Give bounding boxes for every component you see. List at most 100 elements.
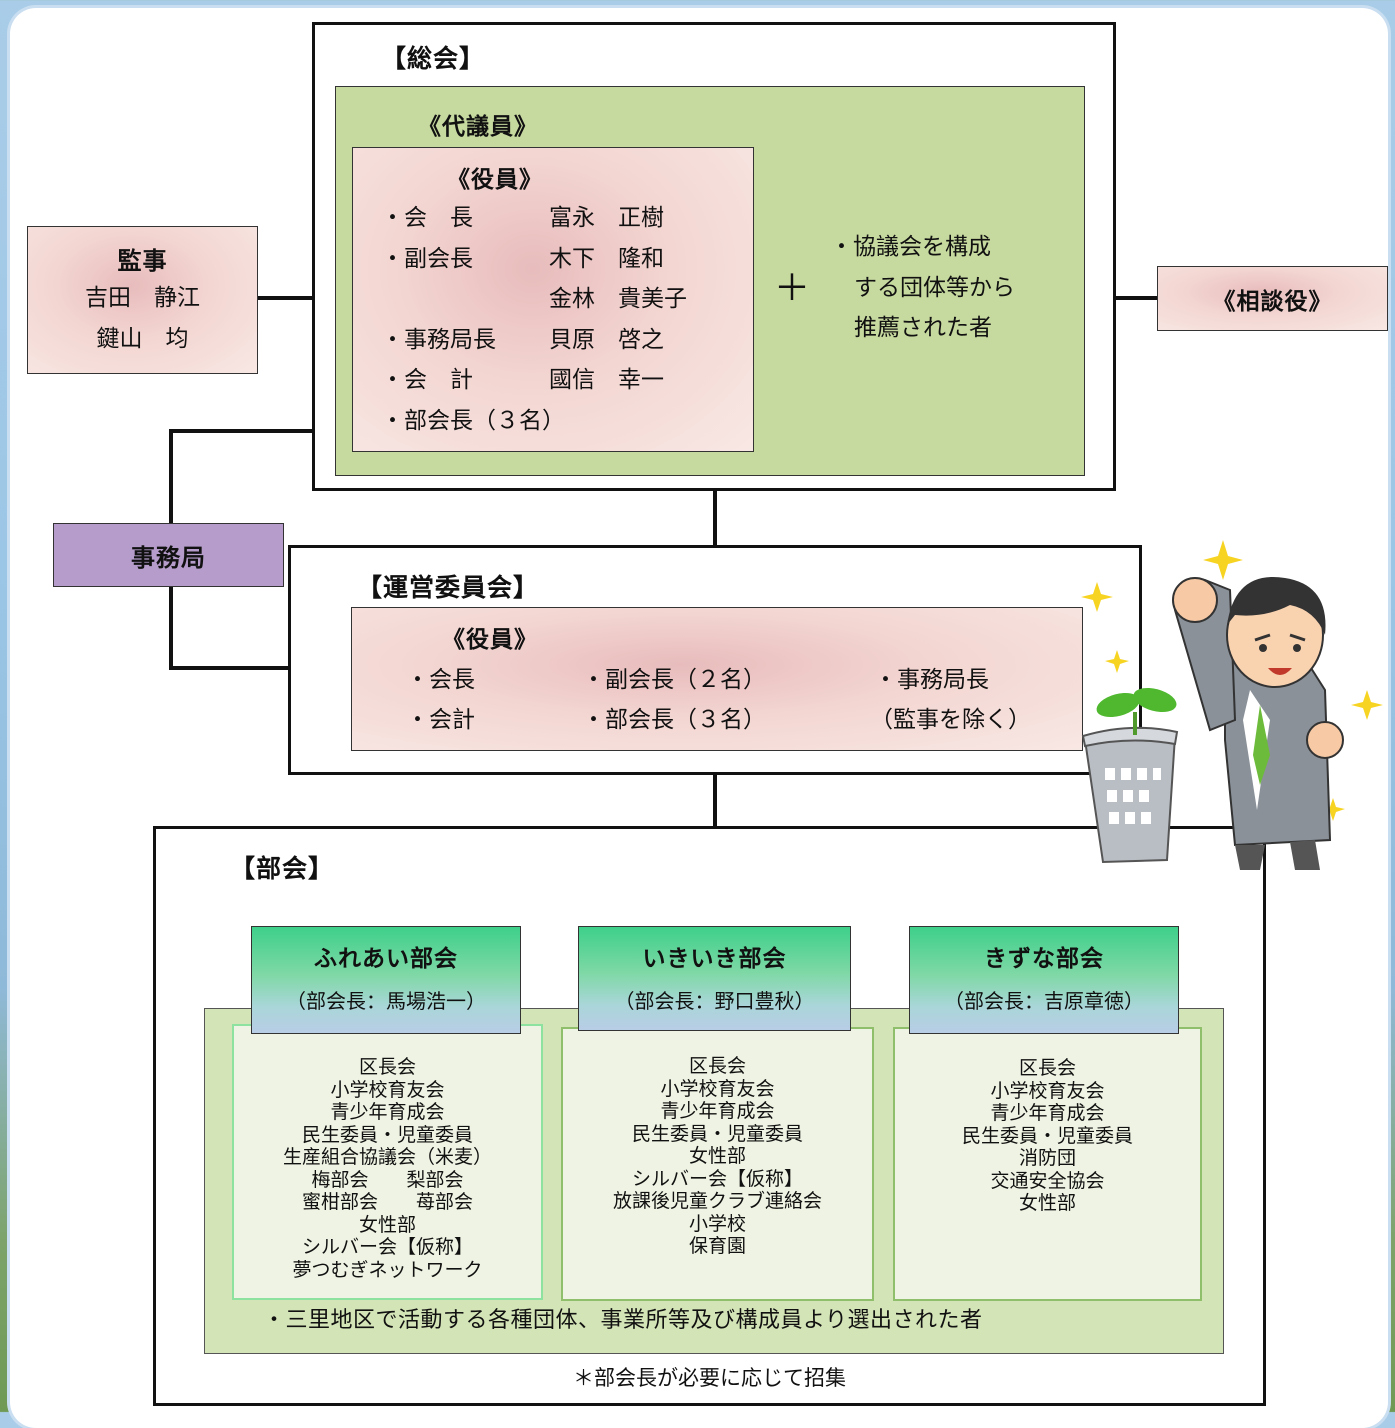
member-item: 女性部 xyxy=(358,1213,416,1236)
sparkle-icon xyxy=(1321,798,1345,821)
member-item: シルバー会【仮称】 xyxy=(301,1236,473,1258)
member-item: 民生委員・児童委員 xyxy=(631,1122,803,1145)
member-item: 夢つむぎネットワーク xyxy=(292,1258,483,1281)
member-item: 民生委員・児童委員 xyxy=(961,1124,1133,1147)
officer-role: ・部会長（３名） xyxy=(381,407,565,434)
officer-row: 金林 貴美子 xyxy=(381,279,741,320)
unei-box: 【運営委員会】 《役員》 ・会長 ・副会長（２名） ・事務局長 ・会計 ・部会長… xyxy=(288,545,1142,775)
member-item: 青少年育成会 xyxy=(330,1101,445,1123)
plus-sign: ＋ xyxy=(774,268,811,309)
bukai-box: 【部会】 区長会 小学校育友会 青少年育成会 民生委員・児童委員 生産組合協議会… xyxy=(153,826,1266,1406)
officer-name: 木下 隆和 xyxy=(549,245,664,272)
others-text: ・協議会を構成 する団体等から 推薦された者 xyxy=(830,227,1015,349)
group-name: ふれあい部会 xyxy=(314,946,458,972)
group-leader: （部会長：吉原章徳） xyxy=(944,989,1144,1013)
kanji-title: 監事 xyxy=(117,247,168,275)
group-header-fureai: ふれあい部会 （部会長：馬場浩一） xyxy=(251,926,521,1034)
group-members-list: 区長会 小学校育友会 青少年育成会 民生委員・児童委員 消防団 交通安全協会 女… xyxy=(895,1029,1200,1215)
group-name: いきいき部会 xyxy=(642,946,787,972)
unei-yakuin-title: 《役員》 xyxy=(442,627,538,653)
group-members-box: 区長会 小学校育友会 青少年育成会 民生委員・児童委員 女性部 シルバー会【仮称… xyxy=(561,1027,874,1301)
sparkle-icon xyxy=(1351,690,1383,720)
connector-kanji-soukai xyxy=(256,296,314,300)
member-item: 小学校育友会 xyxy=(660,1077,775,1100)
unei-row1-col1: ・会長 xyxy=(406,667,475,693)
officer-name: 金林 貴美子 xyxy=(549,286,687,312)
bukai-members-area: 区長会 小学校育友会 青少年育成会 民生委員・児童委員 生産組合協議会（米麦） … xyxy=(204,1008,1224,1354)
daigiin-box: 《代議員》 《役員》 ・会 長 富永 正樹 ・副会長 木下 隆和 金林 貴美子 … xyxy=(335,86,1085,476)
member-item: 女性部 xyxy=(688,1145,746,1167)
group-members-box: 区長会 小学校育友会 青少年育成会 民生委員・児童委員 消防団 交通安全協会 女… xyxy=(893,1027,1202,1301)
officer-role: ・事務局長 xyxy=(381,326,496,353)
sparkle-icon xyxy=(1105,650,1129,673)
unei-row2-col2: ・部会長（３名） xyxy=(582,707,766,733)
member-item: 保育園 xyxy=(688,1235,746,1257)
group-leader: （部会長：野口豊秋） xyxy=(614,989,815,1013)
kanji-member: 鍵山 均 xyxy=(96,325,189,352)
group-header-ikiiki: いきいき部会 （部会長：野口豊秋） xyxy=(578,926,851,1031)
connector-soukai-soudanyaku xyxy=(1113,296,1159,300)
member-item: 交通安全協会 xyxy=(990,1169,1105,1192)
unei-row1-col2: ・副会長（２名） xyxy=(582,667,766,693)
officer-role: ・会 長 xyxy=(381,205,473,231)
jimukyoku-title: 事務局 xyxy=(131,543,206,572)
member-item: 青少年育成会 xyxy=(990,1102,1105,1124)
group-members-list: 区長会 小学校育友会 青少年育成会 民生委員・児童委員 生産組合協議会（米麦） … xyxy=(234,1026,541,1281)
jimukyoku-box: 事務局 xyxy=(53,523,284,587)
soukai-box: 【総会】 《代議員》 《役員》 ・会 長 富永 正樹 ・副会長 木下 隆和 金林… xyxy=(312,22,1116,491)
bukai-footer-text: ・三里地区で活動する各種団体、事業所等及び構成員より選出された者 xyxy=(263,1308,983,1333)
officer-list: ・会 長 富永 正樹 ・副会長 木下 隆和 金林 貴美子 ・事務局長 貝原 啓之… xyxy=(381,198,741,441)
officer-role: ・会 計 xyxy=(381,367,473,393)
officer-role: ・副会長 xyxy=(381,245,473,272)
group-members-list: 区長会 小学校育友会 青少年育成会 民生委員・児童委員 女性部 シルバー会【仮称… xyxy=(563,1029,872,1258)
soukai-yakuin-box: 《役員》 ・会 長 富永 正樹 ・副会長 木下 隆和 金林 貴美子 ・事務局長 … xyxy=(352,147,754,452)
member-item: 小学校 xyxy=(688,1212,746,1235)
businessman xyxy=(1172,576,1344,870)
officer-row: ・会 長 富永 正樹 xyxy=(381,198,741,239)
member-item: 梅部会 梨部会 xyxy=(311,1168,464,1191)
connector-jimukyoku-bottom-v xyxy=(169,587,173,669)
businessman-illustration xyxy=(1081,540,1383,870)
group-leader: （部会長：馬場浩一） xyxy=(286,989,486,1013)
bukai-title: 【部会】 xyxy=(230,854,335,883)
others-line: 推薦された者 xyxy=(854,315,992,341)
member-item: 民生委員・児童委員 xyxy=(301,1123,473,1146)
unei-title: 【運営委員会】 xyxy=(357,573,540,602)
unei-yakuin-box: 《役員》 ・会長 ・副会長（２名） ・事務局長 ・会計 ・部会長（３名） （監事… xyxy=(351,607,1083,751)
officer-name: 國信 幸一 xyxy=(549,367,664,393)
officer-row: ・会 計 國信 幸一 xyxy=(381,360,741,401)
member-item: 区長会 xyxy=(688,1055,746,1077)
sparkle-icon xyxy=(1203,540,1243,580)
kanji-box: 監事 吉田 静江 鍵山 均 xyxy=(27,226,258,374)
unei-row2-col1: ・会計 xyxy=(406,707,475,733)
officer-row: ・事務局長 貝原 啓之 xyxy=(381,320,741,361)
group-name: きずな部会 xyxy=(984,946,1104,972)
group-header-kizuna: きずな部会 （部会長：吉原章徳） xyxy=(909,926,1179,1034)
officer-name: 富永 正樹 xyxy=(549,205,664,231)
member-item: シルバー会【仮称】 xyxy=(631,1167,803,1190)
others-line: する団体等から xyxy=(854,274,1015,301)
soukai-yakuin-title: 《役員》 xyxy=(447,167,543,193)
sparkle-icon xyxy=(1081,582,1113,612)
kanji-member: 吉田 静江 xyxy=(85,285,200,311)
member-item: 放課後児童クラブ連絡会 xyxy=(612,1190,822,1212)
unei-row1-col3: ・事務局長 xyxy=(874,667,989,693)
member-item: 小学校育友会 xyxy=(330,1078,445,1101)
member-item: 区長会 xyxy=(358,1056,416,1078)
connector-jimukyoku-top-h xyxy=(169,429,314,433)
soukai-title: 【総会】 xyxy=(381,44,486,73)
daigiin-title: 《代議員》 xyxy=(418,114,538,140)
connector-jimukyoku-top-v xyxy=(169,429,173,525)
connector-jimukyoku-bottom-h xyxy=(169,666,290,670)
member-item: 蜜柑部会 苺部会 xyxy=(301,1191,473,1213)
sprout-pot xyxy=(1081,687,1179,864)
member-item: 青少年育成会 xyxy=(660,1100,775,1122)
officer-name: 貝原 啓之 xyxy=(549,326,664,353)
member-item: 区長会 xyxy=(1018,1057,1076,1079)
soudanyaku-title: 《相談役》 xyxy=(1212,288,1333,315)
group-members-box: 区長会 小学校育友会 青少年育成会 民生委員・児童委員 生産組合協議会（米麦） … xyxy=(232,1024,543,1300)
member-item: 小学校育友会 xyxy=(990,1079,1105,1102)
unei-row2-col3: （監事を除く） xyxy=(870,707,1031,733)
others-line: ・協議会を構成 xyxy=(830,234,991,260)
member-item: 消防団 xyxy=(1018,1147,1076,1169)
